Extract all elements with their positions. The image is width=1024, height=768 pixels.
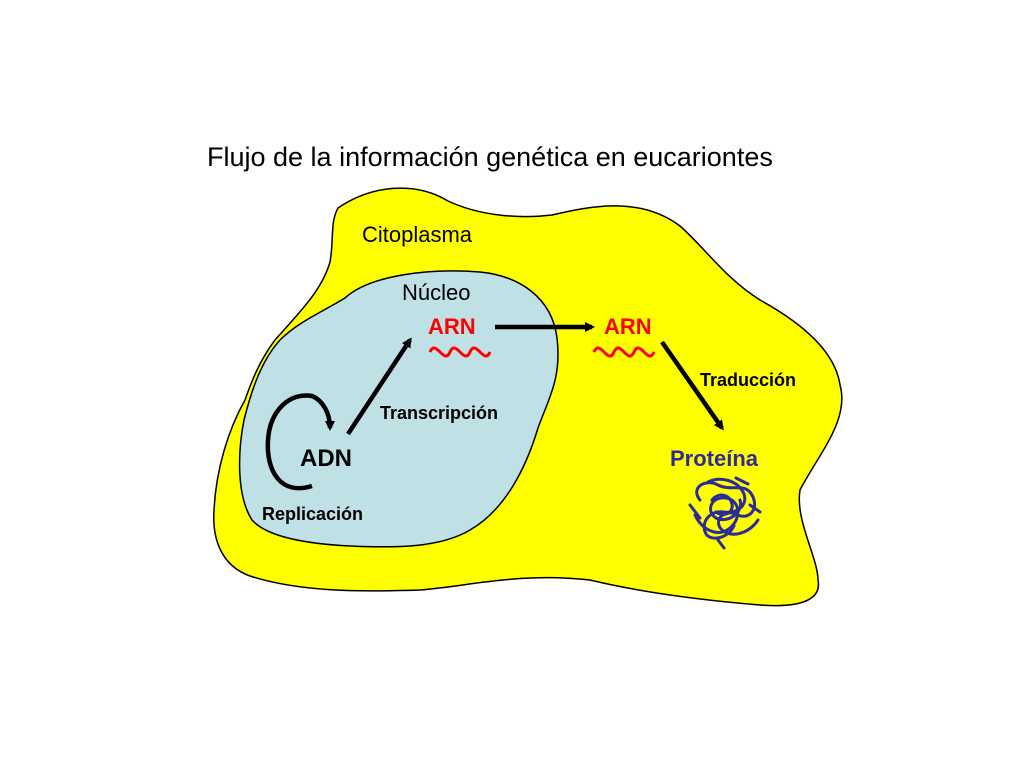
protein-tangle-icon: [688, 476, 762, 550]
rna-nucleus-squiggle-icon: [428, 346, 492, 358]
transcription-arrow: [346, 337, 412, 436]
nucleus-label: Núcleo: [402, 280, 470, 305]
dna-label: ADN: [300, 445, 352, 472]
protein-label: Proteína: [670, 446, 759, 471]
translation-arrow: [660, 340, 724, 431]
rna-cytoplasm-squiggle-icon: [592, 346, 656, 358]
transcription-label: Transcripción: [380, 403, 498, 423]
nucleus-region: [238, 270, 559, 548]
translation-label: Traducción: [700, 370, 796, 390]
cytoplasm-label: Citoplasma: [362, 222, 473, 247]
diagram-title: Flujo de la información genética en euca…: [207, 142, 773, 172]
replication-label: Replicación: [262, 504, 363, 524]
rna-cytoplasm-label: ARN: [604, 314, 652, 339]
replication-arrow: [265, 393, 335, 491]
rna-nucleus-label: ARN: [428, 314, 476, 339]
